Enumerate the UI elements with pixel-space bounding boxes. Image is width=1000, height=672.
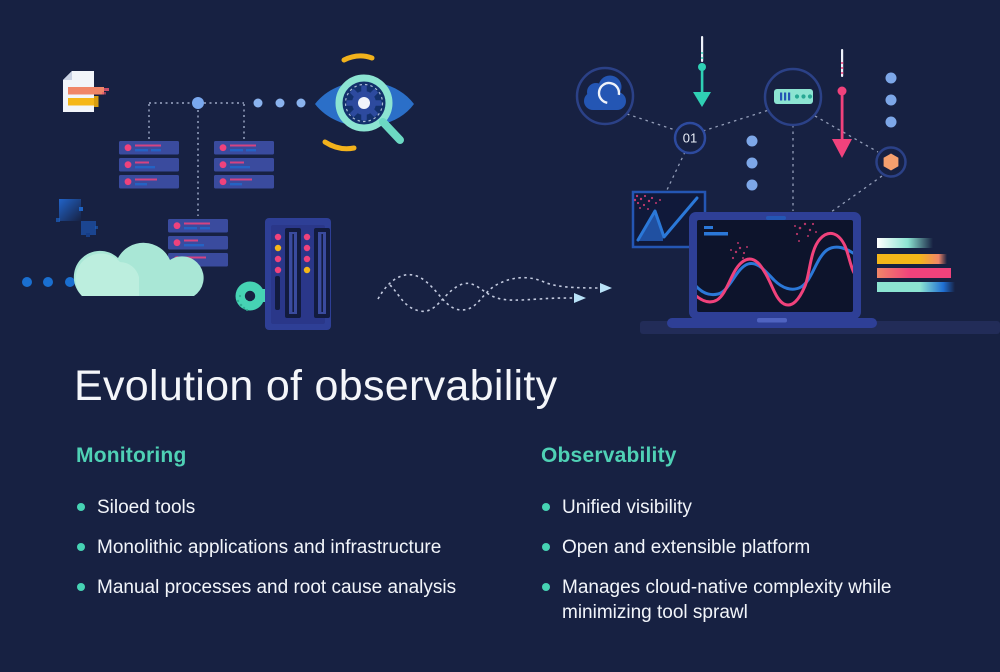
speckle [633,194,661,210]
log-row [119,141,179,155]
bullet-dot [542,583,550,591]
bullet-dot [77,543,85,551]
log-row [214,141,274,155]
dot-row [253,98,306,108]
page-title: Evolution of observability [74,362,558,410]
list-item-label: Siloed tools [97,497,196,518]
cloud-sync-icon [575,66,635,126]
download-arrow-teal-icon [693,36,711,107]
laptop-dashboard-icon [667,212,877,328]
monitoring-list: Siloed tools Monolithic applications and… [76,495,506,600]
list-item-label: Manages cloud-native complexity while mi… [562,577,892,623]
log-row [214,175,274,189]
hexagon-node-icon [875,146,907,178]
binary-label: 01 [683,131,697,146]
binary-node-icon: 01 [673,121,707,155]
download-arrow-pink-icon [832,49,852,158]
bullet-dot [77,503,85,511]
log-row [168,236,228,250]
illustration: 01 [22,36,1000,334]
arrowhead [600,283,612,293]
list-item: Unified visibility [541,495,951,520]
observability-heading: Observability [541,444,677,467]
observability-column: Observability Unified visibility Open an… [541,444,951,640]
rack-status-lights [274,233,311,274]
dashed-flow-arrows [377,273,612,312]
list-item: Open and extensible platform [541,535,951,560]
pixel-blocks-icon [56,199,98,237]
monitoring-heading: Monitoring [76,444,187,467]
list-item-label: Unified visibility [562,497,692,518]
bullet-dot [542,543,550,551]
eye-magnifier-gear-icon [315,53,414,152]
bullet-dot [542,503,550,511]
signal-bars-icon [877,238,955,292]
speckle [730,222,817,260]
list-item-label: Monolithic applications and infrastructu… [97,537,442,558]
list-item: Monolithic applications and infrastructu… [76,535,506,560]
list-item-label: Manual processes and root cause analysis [97,577,457,598]
monitoring-illustration [22,53,414,330]
server-rack-icon [265,218,331,330]
arrowhead [574,293,586,303]
observability-illustration: 01 [575,36,1000,334]
monitoring-column: Monitoring Siloed tools Monolithic appli… [76,444,506,615]
observability-list: Unified visibility Open and extensible p… [541,495,951,625]
log-row [214,158,274,172]
list-item-label: Open and extensible platform [562,537,811,558]
log-row [119,175,179,189]
list-item: Manages cloud-native complexity while mi… [541,575,937,625]
log-row [168,219,228,233]
list-item: Siloed tools [76,495,506,520]
document-icon [63,71,109,112]
dot-column-middle [746,135,758,191]
dot-row-left [22,277,75,287]
gear-icon [346,85,382,121]
list-item: Manual processes and root cause analysis [76,575,506,600]
log-row [119,158,179,172]
dotted-tree-connector [148,102,245,216]
node-connectors [626,109,883,213]
cloud-icon [73,242,204,296]
node-dot [192,97,204,109]
bullet-dot [77,583,85,591]
server-node-icon [763,67,823,127]
dot-column-right [885,72,897,128]
